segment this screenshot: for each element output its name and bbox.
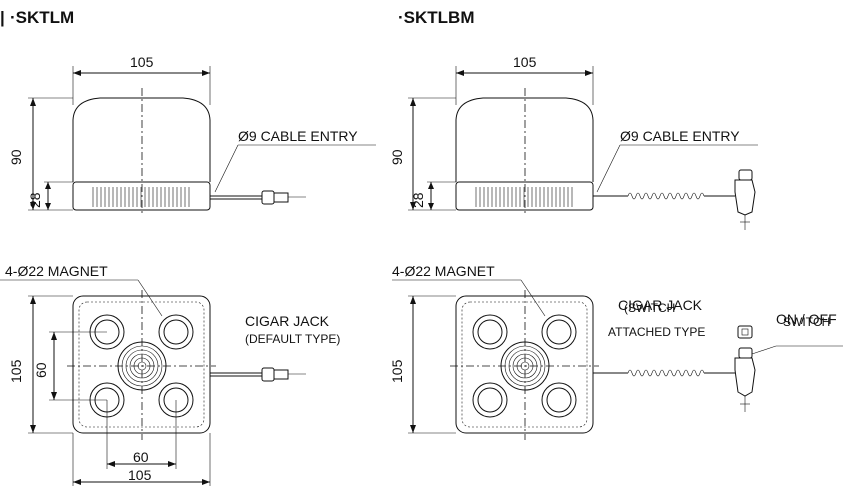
cable-entry-label-left: Ø9 CABLE ENTRY — [238, 128, 358, 144]
top-view-sktlbm — [392, 279, 843, 440]
dim-width-top-right: 105 — [513, 54, 537, 70]
switch-label: SWITCH — [783, 315, 831, 329]
dim-height-top-left: 90 — [8, 149, 24, 165]
dim-base-top-left: 28 — [27, 192, 43, 208]
side-view-sktlbm — [408, 66, 758, 230]
dim-height-outer-bottom-left: 105 — [8, 359, 24, 383]
dim-width-inner-bottom-left: 60 — [133, 449, 149, 465]
side-view-sktlm — [28, 66, 376, 215]
magnet-label-right: 4-Ø22 MAGNET — [392, 263, 495, 279]
title-sktlbm: ·SKTLBM — [398, 8, 475, 27]
cigar-jack-label-right: CIGAR JACK — [618, 297, 703, 313]
top-view-sktlm — [0, 279, 306, 486]
default-type-label: (DEFAULT TYPE) — [245, 332, 341, 346]
dim-width-outer-bottom-left: 105 — [128, 467, 152, 483]
cable-entry-label-right: Ø9 CABLE ENTRY — [620, 128, 740, 144]
dim-base-top-right: 28 — [410, 192, 426, 208]
dim-height-inner-bottom-left: 60 — [33, 362, 49, 378]
attached-type-label: ATTACHED TYPE — [608, 325, 706, 339]
dim-height-top-right: 90 — [389, 149, 405, 165]
dim-height-outer-bottom-right: 105 — [389, 359, 405, 383]
on-off-label: ON / OFF — [776, 311, 837, 327]
magnet-label-left: 4-Ø22 MAGNET — [5, 263, 108, 279]
switch-overlap-label: (SWITCH — [624, 301, 676, 315]
title-sktlm: ·SKTLM — [10, 8, 75, 27]
dim-width-top-left: 105 — [130, 54, 154, 70]
title-left-mark: | — [0, 8, 5, 27]
cigar-jack-label-left: CIGAR JACK — [245, 313, 330, 329]
